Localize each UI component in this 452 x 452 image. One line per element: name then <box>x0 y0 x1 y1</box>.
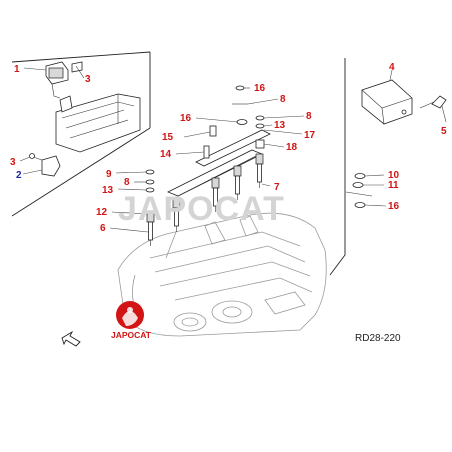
callout-2: 2 <box>16 170 22 181</box>
callout-16-mid: 16 <box>180 113 192 124</box>
callout-17: 17 <box>304 130 316 141</box>
callout-numbers: 1 3 3 2 4 5 16 8 8 13 15 16 17 18 14 9 8… <box>10 62 447 234</box>
callout-9: 9 <box>106 169 112 180</box>
logo-text: JAPOCAT <box>111 330 152 340</box>
callout-13-top: 13 <box>274 120 286 131</box>
engine-block-sketch <box>117 212 327 337</box>
watermark-text: JAPOCAT <box>118 190 285 228</box>
callout-3-top: 3 <box>85 74 91 85</box>
callout-16-right: 16 <box>388 201 400 212</box>
japocat-logo: JAPOCAT <box>111 301 152 340</box>
callout-18: 18 <box>286 142 298 153</box>
diagram-reference: RD28-220 <box>355 333 401 344</box>
callout-13-left: 13 <box>102 185 114 196</box>
callout-4: 4 <box>389 62 395 73</box>
callout-10: 10 <box>388 170 400 181</box>
callout-14: 14 <box>160 149 172 160</box>
callout-5: 5 <box>441 126 447 137</box>
callout-16-top: 16 <box>254 83 266 94</box>
panel-lines <box>11 51 346 276</box>
callout-8-left: 8 <box>124 177 130 188</box>
relay-bracket-assembly <box>45 61 141 153</box>
callout-12: 12 <box>96 207 108 218</box>
direction-arrow-icon <box>61 330 81 347</box>
callout-8-mid: 8 <box>306 111 312 122</box>
leader-lines <box>19 65 447 233</box>
callout-1: 1 <box>14 64 20 75</box>
callout-3-left: 3 <box>10 157 16 168</box>
glow-plug-assembly <box>145 85 373 246</box>
callout-6: 6 <box>100 223 106 234</box>
callout-7: 7 <box>274 182 280 193</box>
callout-15: 15 <box>162 132 174 143</box>
sensor-part <box>29 153 61 177</box>
callout-8-top: 8 <box>280 94 286 105</box>
control-unit <box>361 79 447 125</box>
callout-11: 11 <box>388 180 399 191</box>
